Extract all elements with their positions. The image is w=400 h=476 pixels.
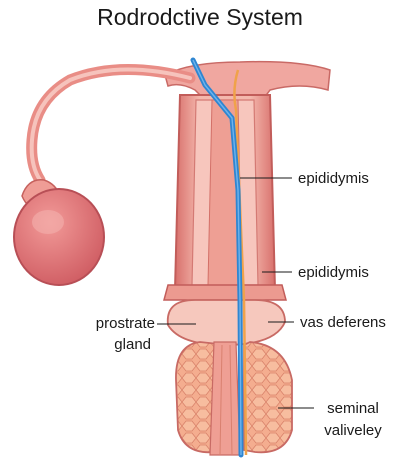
label-vas-deferens: vas deferens [300,314,386,331]
label-prostate-line2: gland [114,336,151,353]
label-epididymis-lower: epididymis [298,264,369,281]
bladder-neck [163,284,287,301]
label-prostate-line1: prostrate [95,315,155,332]
label-seminal-line2: valiveley [324,422,382,439]
spermatic-cord [26,64,196,186]
label-seminal-line1: seminal [327,400,379,417]
seminal-vesicle-right [243,341,293,454]
label-epididymis-upper: epididymis [298,170,369,187]
prostate-gland [166,299,286,346]
orange-duct [233,69,248,456]
diagram-title: Rodrodctive System [97,4,303,30]
testis [13,188,105,286]
